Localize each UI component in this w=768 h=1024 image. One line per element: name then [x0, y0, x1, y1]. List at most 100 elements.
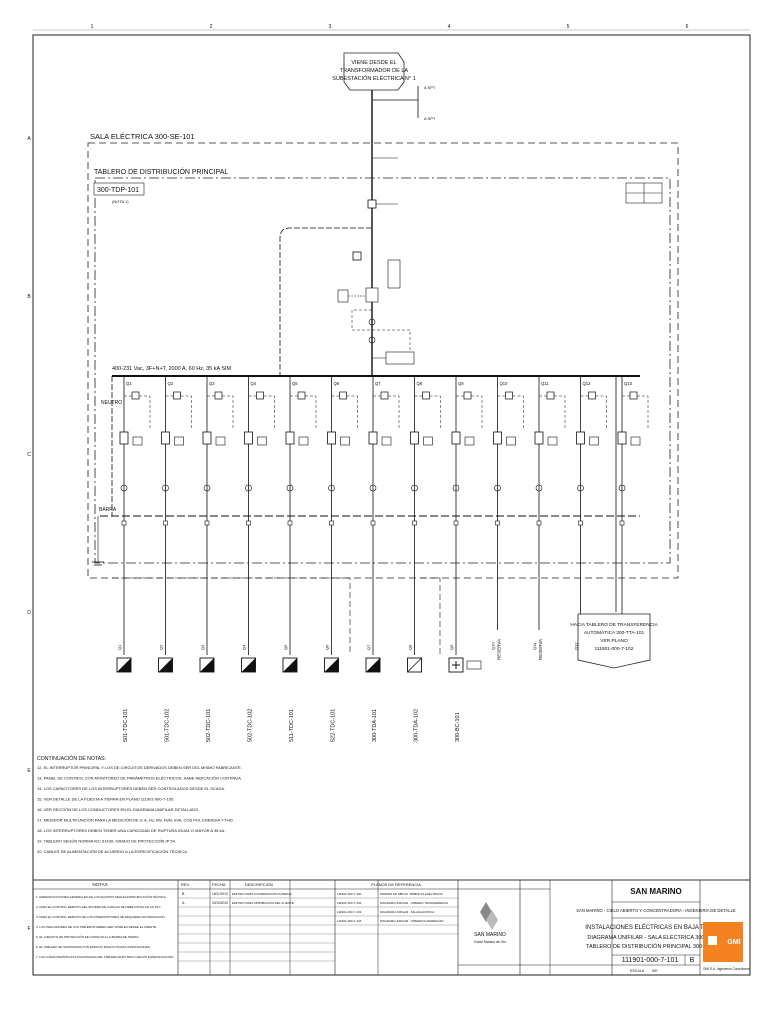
board-boundary — [94, 177, 671, 564]
current-transformer — [286, 484, 294, 492]
relay-box — [546, 391, 555, 400]
gmi-text: GMI S.A. Ingenieros Consultores — [703, 967, 750, 971]
current-transformer — [411, 484, 418, 492]
cable-tag: Q2 — [159, 644, 164, 650]
drawing-title-3: TABLERO DE DISTRIBUCIÓN PRINCIPAL 300-TD… — [586, 943, 726, 950]
meter-box — [464, 436, 475, 446]
tb-note-item: 7. LOS CARACTERÍSTICAS FUNCIONALES DEL T… — [36, 954, 174, 959]
tb-note-item: 1. ESPECIFICACIONES GENERALES DE LOS EQU… — [36, 894, 167, 899]
drawing-rev: B — [690, 957, 695, 964]
equipment-tag: 501-TDC-102 — [165, 709, 171, 742]
row-ref: C — [27, 452, 31, 458]
ref-title: DIAGRAMA UNIFILAR - TABLERO TRANSFERENCI… — [380, 901, 448, 905]
load-symbol — [283, 658, 297, 672]
tb-notes-list: 1. ESPECIFICACIONES GENERALES DE LOS EQU… — [36, 894, 174, 959]
column-ref: 5 — [567, 24, 570, 30]
tb-note-item: 4. LOS INDICADORES DE LOS TABLEROS DEBEN… — [36, 925, 157, 929]
title-block — [32, 879, 751, 976]
electrical-room-boundary — [87, 142, 679, 579]
control-link — [622, 395, 649, 430]
tb-date-header: FECHA — [212, 882, 226, 887]
cable-tag: Q9 — [449, 644, 454, 650]
current-transformer — [203, 484, 211, 492]
board-tag: 300-TDP-101 — [97, 187, 139, 194]
cable-tag: Q1 — [117, 644, 122, 650]
battery-charger-box — [466, 660, 482, 670]
breaker — [410, 431, 419, 445]
ref-number: 111901-000-7-104 — [337, 919, 362, 923]
control-link — [414, 395, 441, 430]
cable-tag: Q11 — [532, 642, 537, 650]
transfer-line-2: AUTOMÁTICA 300-TTA-101 — [584, 629, 645, 636]
rev-id: B — [182, 892, 185, 896]
terminal — [287, 520, 293, 526]
load-symbol — [200, 658, 214, 672]
tb-rev-header: REV — [181, 882, 190, 887]
tb-refs-header: PLANOS DE REFERENCIA — [371, 882, 421, 887]
rev-id: A — [182, 901, 185, 905]
current-transformer — [494, 484, 501, 492]
cable-tag: Q3 — [200, 644, 205, 650]
terminal — [495, 520, 500, 526]
note-item: 13. PANEL DE CONTROL CON MONITOREO DE PA… — [37, 776, 242, 781]
meter-box — [589, 436, 599, 446]
ref-title: DIAGRAMA UNIFILAR - SALA ELÉCTRICA — [380, 909, 434, 914]
note-item: 14. LOS CAPACITORES DE LOS INTERRUPTORES… — [37, 786, 225, 791]
feeder-id: Q11 — [541, 381, 549, 386]
rev-date: 15/11/2019 — [212, 892, 228, 896]
load-symbol — [324, 658, 339, 672]
breaker — [493, 431, 502, 445]
control-link — [124, 395, 151, 430]
cable-tag: Q10 — [491, 642, 496, 650]
row-ref: B — [27, 294, 31, 300]
source-label-2: TRANSFORMADOR DE LA — [340, 68, 408, 74]
meter-box — [340, 436, 350, 446]
current-transformer — [162, 484, 169, 492]
current-transformer — [120, 484, 128, 492]
feeders-group: Q1Q1501-TDC-101Q2Q2501-TDC-102Q3Q3502-TD… — [116, 376, 649, 742]
transfer-panel-arrow — [577, 613, 651, 669]
note-item: 18. LOS INTERRUPTORES DEBEN TENER UNA CA… — [37, 828, 225, 833]
row-ref: F — [27, 926, 30, 932]
company-name: SAN MARINO — [474, 932, 506, 938]
control-link — [580, 395, 607, 430]
tb-note-item: 5. EL CIRCUITO DE PROTECCIÓN SE CONECTA … — [36, 934, 140, 939]
breaker — [368, 431, 378, 445]
breaker — [244, 431, 253, 445]
feeder-id: Q13 — [624, 381, 633, 386]
company-sub: Cobre Mantos de Oro — [474, 940, 507, 944]
equipment-tag: 300-BC-101 — [455, 712, 461, 742]
drawing-title-2: DIAGRAMA UNIFILAR - SALA ELÉCTRICA 300-S… — [587, 934, 724, 941]
column-ref: 4 — [448, 24, 451, 30]
relay-box — [131, 391, 140, 400]
sheet-border — [32, 34, 751, 976]
column-ref: 3 — [329, 24, 332, 30]
ups-symbol — [407, 657, 422, 673]
row-ref: E — [27, 768, 31, 774]
load-symbol — [366, 658, 380, 672]
terminal — [121, 520, 127, 526]
control-link — [456, 395, 483, 430]
breaker — [161, 431, 170, 445]
ground-symbol — [92, 516, 104, 566]
spare-tag: RESERVA — [497, 639, 502, 660]
relay-box — [629, 391, 638, 400]
meter-box — [381, 436, 392, 446]
breaker — [119, 431, 129, 445]
control-link — [165, 395, 192, 430]
source-arrow-box — [343, 52, 405, 91]
ref-number: 111901-000-7-102 — [337, 901, 362, 905]
cable-tag: Q6 — [325, 644, 330, 650]
note-item: 17. MEDIDOR MULTIFUNCIÓN PARA LA MEDICIÓ… — [37, 818, 234, 823]
client-name: SAN MARINO — [630, 887, 682, 896]
load-symbol — [158, 658, 173, 672]
feeder-id: Q10 — [500, 381, 509, 386]
feeder-id: Q8 — [417, 381, 423, 386]
